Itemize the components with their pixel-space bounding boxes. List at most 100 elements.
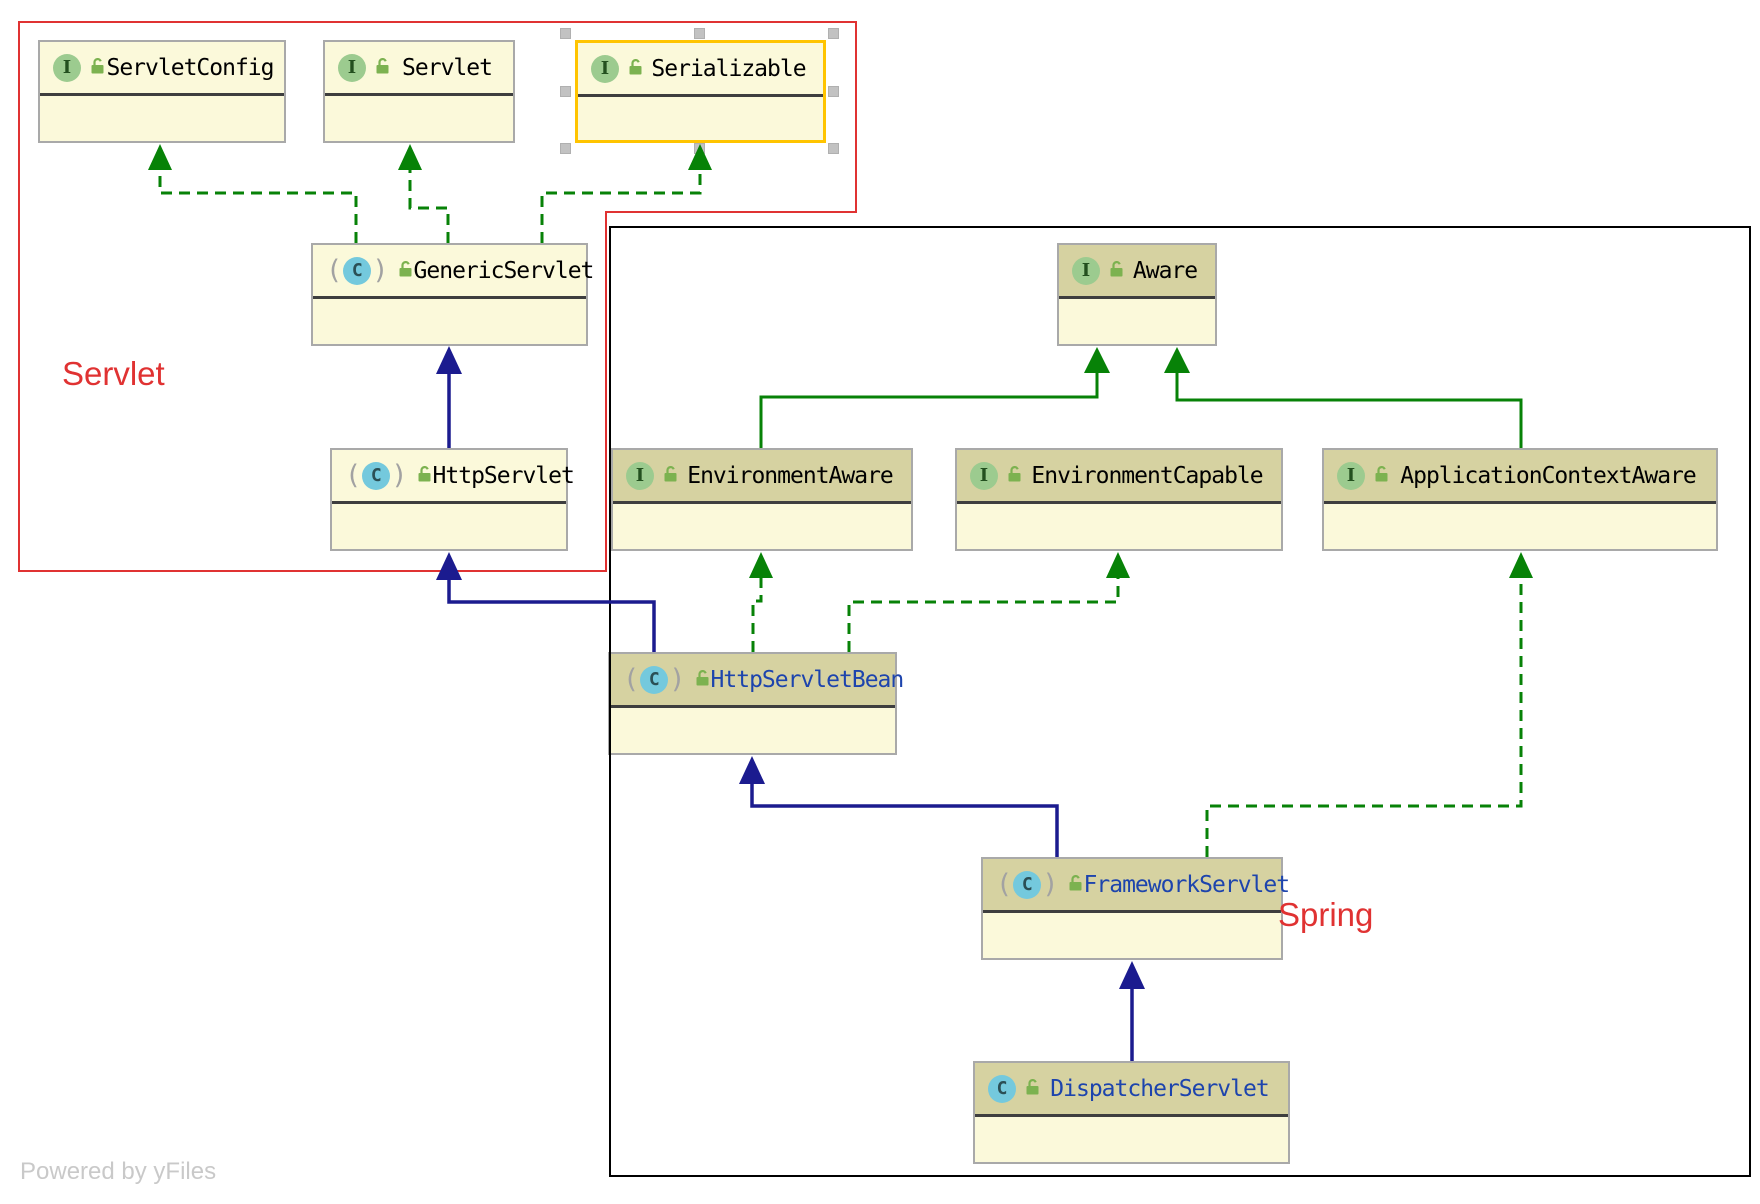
node-label: GenericServlet [413,257,595,284]
arrowhead-to-applicationcontextaware [1509,552,1533,578]
node-environmentcapable-header: I EnvironmentCapable [957,450,1281,504]
arrowhead-to-servletconfig [148,144,172,170]
class-icon: C [988,1074,1016,1103]
public-lock-icon [89,56,106,79]
edge-applicationcontextaware-extends-aware[interactable] [1175,371,1523,448]
node-serializable[interactable]: I Serializable [575,40,826,143]
public-lock-icon [694,668,711,691]
node-label: Aware [1132,257,1198,284]
node-environmentcapable-body [957,504,1281,548]
arrowhead-to-httpservletbean [739,756,765,784]
public-lock-icon [1373,464,1390,487]
public-lock-icon [1108,259,1125,282]
edge-genericservlet-implements-servletconfig[interactable] [158,168,358,243]
node-httpservlet[interactable]: C HttpServlet [330,448,575,551]
interface-icon: I [626,461,654,490]
node-applicationcontextaware-body [1324,504,1716,548]
interface-icon: I [338,53,366,82]
public-lock-icon [374,56,391,79]
node-label: ServletConfig [106,54,274,81]
node-genericservlet-body [313,299,586,343]
selection-handle-ne[interactable] [828,28,839,39]
arrowhead-to-environmentcapable [1106,552,1130,578]
arrowhead-to-servlet [398,144,422,170]
node-httpservletbean[interactable]: C HttpServletBean [608,652,904,755]
node-genericservlet[interactable]: C GenericServlet [311,243,594,346]
edge-frameworkservlet-implements-applicationcontextaware[interactable] [1205,576,1523,857]
interface-icon: I [1337,461,1365,490]
interface-icon: I [591,54,619,83]
arrowhead-to-aware-left [1084,347,1110,373]
public-lock-icon [397,259,414,282]
edge-genericservlet-implements-servlet[interactable] [408,168,450,243]
interface-icon: I [1072,256,1100,285]
edge-httpservletbean-implements-environmentaware[interactable] [751,576,763,652]
selection-handle-w[interactable] [560,86,571,97]
edge-environmentaware-extends-aware[interactable] [759,371,1099,448]
edge-frameworkservlet-extends-httpservletbean[interactable] [750,782,1059,857]
node-label: FrameworkServlet [1083,871,1291,898]
arrowhead-to-environmentaware [749,552,773,578]
node-label: Servlet [402,54,493,81]
edge-httpservletbean-implements-environmentcapable[interactable] [847,576,1120,652]
node-servlet[interactable]: I Servlet [323,40,515,143]
node-httpservletbean-body [610,708,895,752]
node-environmentcapable[interactable]: I EnvironmentCapable [955,448,1283,551]
arrowhead-to-frameworkservlet [1119,961,1145,989]
abstract-class-icon: C [345,460,408,491]
node-label: EnvironmentCapable [1031,462,1263,489]
node-environmentaware-body [613,504,911,548]
edge-genericservlet-implements-serializable[interactable] [540,168,702,243]
node-aware[interactable]: I Aware [1057,243,1217,346]
node-frameworkservlet-header: C FrameworkServlet [983,859,1290,913]
node-frameworkservlet-body [983,913,1281,957]
node-label: EnvironmentAware [687,462,894,489]
arrowhead-to-aware-right [1164,347,1190,373]
spring-region-label: Spring [1278,896,1374,933]
node-servletconfig-header: I ServletConfig [40,42,284,96]
node-serializable-body [578,97,823,141]
public-lock-icon [627,57,644,80]
node-servlet-header: I Servlet [325,42,513,96]
node-label: DispatcherServlet [1050,1075,1269,1102]
public-lock-icon [662,464,679,487]
node-httpservlet-body [332,504,566,548]
node-label: HttpServletBean [710,666,905,693]
node-serializable-header: I Serializable [578,43,823,97]
abstract-class-icon: C [623,664,686,695]
abstract-class-icon: C [326,255,389,286]
node-dispatcherservlet-body [975,1117,1288,1161]
node-frameworkservlet[interactable]: C FrameworkServlet [981,857,1290,960]
node-servletconfig[interactable]: I ServletConfig [38,40,286,143]
selection-handle-nw[interactable] [560,28,571,39]
edge-httpservletbean-extends-httpservlet[interactable] [447,578,656,652]
selection-handle-n[interactable] [694,28,705,39]
interface-icon: I [53,53,81,82]
abstract-class-icon: C [996,869,1059,900]
selection-handle-sw[interactable] [560,143,571,154]
node-label: ApplicationContextAware [1400,462,1697,489]
arrowhead-to-httpservlet [436,552,462,580]
node-genericservlet-header: C GenericServlet [313,245,594,299]
selection-handle-se[interactable] [828,143,839,154]
selection-handle-e[interactable] [828,86,839,97]
arrowhead-to-genericservlet [436,346,462,374]
public-lock-icon [416,464,433,487]
node-applicationcontextaware-header: I ApplicationContextAware [1324,450,1716,504]
node-servlet-body [325,96,513,140]
public-lock-icon [1006,464,1023,487]
node-servletconfig-body [40,96,284,140]
node-dispatcherservlet[interactable]: C DispatcherServlet [973,1061,1290,1164]
node-dispatcherservlet-header: C DispatcherServlet [975,1063,1288,1117]
node-applicationcontextaware[interactable]: I ApplicationContextAware [1322,448,1718,551]
node-environmentaware-header: I EnvironmentAware [613,450,911,504]
node-httpservlet-header: C HttpServlet [332,450,575,504]
selection-handle-s[interactable] [694,143,705,154]
node-aware-body [1059,299,1215,343]
public-lock-icon [1067,873,1084,896]
node-label: HttpServlet [432,462,575,489]
node-aware-header: I Aware [1059,245,1215,299]
node-environmentaware[interactable]: I EnvironmentAware [611,448,913,551]
